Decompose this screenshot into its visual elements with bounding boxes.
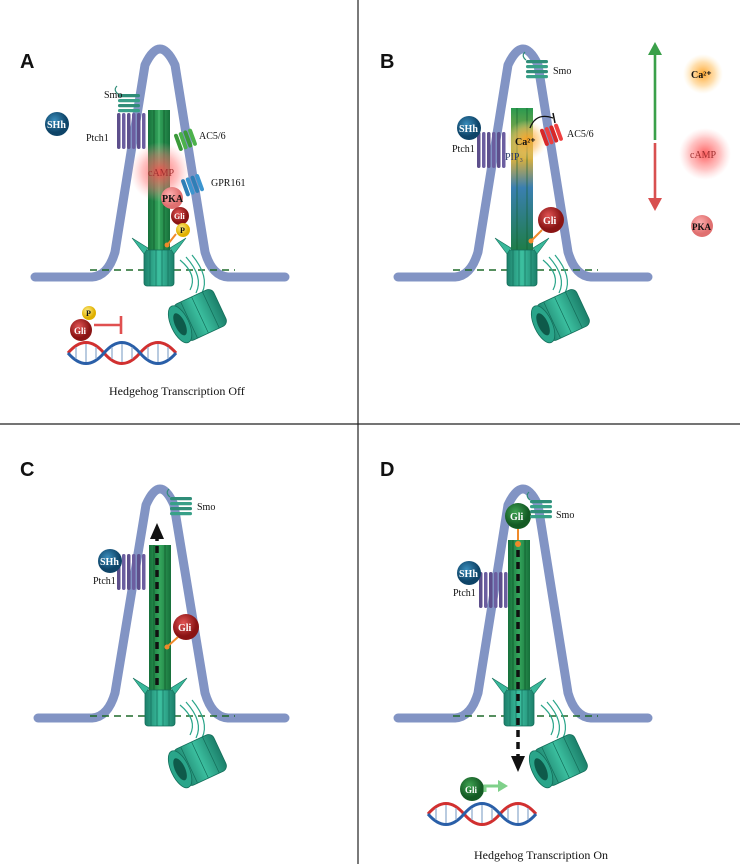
ptch1-label: Ptch1: [86, 133, 109, 144]
shh-ligand: [457, 561, 481, 585]
phospho-group-repressor: [82, 306, 96, 320]
panel-a: A cAMP Smo Ptch1 SHh AC5/6 GPR161: [20, 44, 290, 398]
caption-transcription-on: Hedgehog Transcription On: [474, 848, 608, 862]
gpr161-label: GPR161: [211, 178, 245, 189]
panel-c: C Smo Ptch1 SHh Gli: [20, 459, 290, 792]
ciliary-membrane: [30, 44, 290, 282]
gli-activated-top-label: Gli: [510, 512, 524, 523]
pka-label: PKA: [162, 194, 184, 205]
ac56-enzyme-inhibited: [540, 123, 563, 146]
inhibition-arc: [529, 115, 554, 129]
calcium-label: Ca²⁺: [515, 137, 536, 148]
gpr161-receptor: [181, 174, 204, 197]
ciliary-membrane: [393, 44, 653, 282]
ptch1-label: Ptch1: [453, 588, 476, 599]
ptch1-label: Ptch1: [93, 576, 116, 587]
gli-activator: [460, 777, 484, 801]
smo-label: Smo: [556, 510, 574, 521]
legend-pka: [691, 215, 713, 237]
ptch1-label: Ptch1: [452, 144, 475, 155]
phospho-repressor-label: P: [86, 309, 91, 318]
shh-ligand: [98, 549, 122, 573]
panel-a-letter: A: [20, 51, 34, 73]
gli-trafficking-label: Gli: [178, 623, 192, 634]
gli-in-cilium-label: Gli: [174, 212, 185, 221]
smo-label: Smo: [104, 90, 122, 101]
panel-c-letter: C: [20, 459, 34, 481]
shh-label: SHh: [47, 120, 66, 131]
shh-ligand: [45, 112, 69, 136]
gli-free: [538, 207, 564, 233]
gli-free-label: Gli: [543, 216, 557, 227]
panel-b-letter: B: [380, 51, 394, 73]
repression-arrow: [94, 316, 123, 334]
shh-ligand: [457, 116, 481, 140]
dna-helix: [66, 341, 178, 365]
gli-trafficking: [173, 614, 199, 640]
shh-label: SHh: [100, 557, 119, 568]
ciliary-membrane: [393, 484, 653, 723]
dna-helix: [426, 802, 538, 826]
gli-repressor-label: Gli: [74, 326, 87, 336]
shh-label: SHh: [459, 569, 478, 580]
phospho-label: P: [180, 226, 185, 235]
legend-camp-glow: [679, 128, 731, 180]
ciliary-membrane: [33, 484, 290, 723]
panel-d-letter: D: [380, 459, 394, 481]
gli-activator-label: Gli: [465, 785, 478, 795]
calcium-glow: [507, 120, 547, 160]
legend-pka-label: PKA: [692, 222, 711, 232]
shh-label: SHh: [459, 124, 478, 135]
axoneme: [149, 545, 171, 690]
legend-camp-label: cAMP: [690, 150, 717, 161]
ac56-label: AC5/6: [567, 129, 594, 140]
pka-enzyme: [161, 187, 183, 209]
caption-transcription-off: Hedgehog Transcription Off: [109, 384, 245, 398]
panel-b: B Ca²⁺ PIP₃ Smo Ptch1 SHh AC5/6 Gli: [380, 42, 731, 347]
legend-calcium-label: Ca²⁺: [691, 70, 712, 81]
panel-d: D Gli Smo Ptch1 SHh Gli Hedgehog Transcr…: [380, 459, 653, 862]
smo-label: Smo: [553, 66, 571, 77]
gli-activated-top: [505, 503, 531, 529]
pip3-label: PIP₃: [505, 152, 523, 163]
phospho-group: [176, 223, 190, 237]
legend-calcium-glow: [683, 54, 723, 94]
camp-glow: [130, 142, 190, 202]
ac56-label: AC5/6: [199, 131, 226, 142]
camp-label: cAMP: [148, 168, 175, 179]
activation-arrow: [483, 784, 500, 792]
gli-repressor: [70, 319, 92, 341]
ac56-enzyme: [174, 128, 197, 151]
gli-in-cilium: [171, 207, 189, 225]
smo-label: Smo: [197, 502, 215, 513]
